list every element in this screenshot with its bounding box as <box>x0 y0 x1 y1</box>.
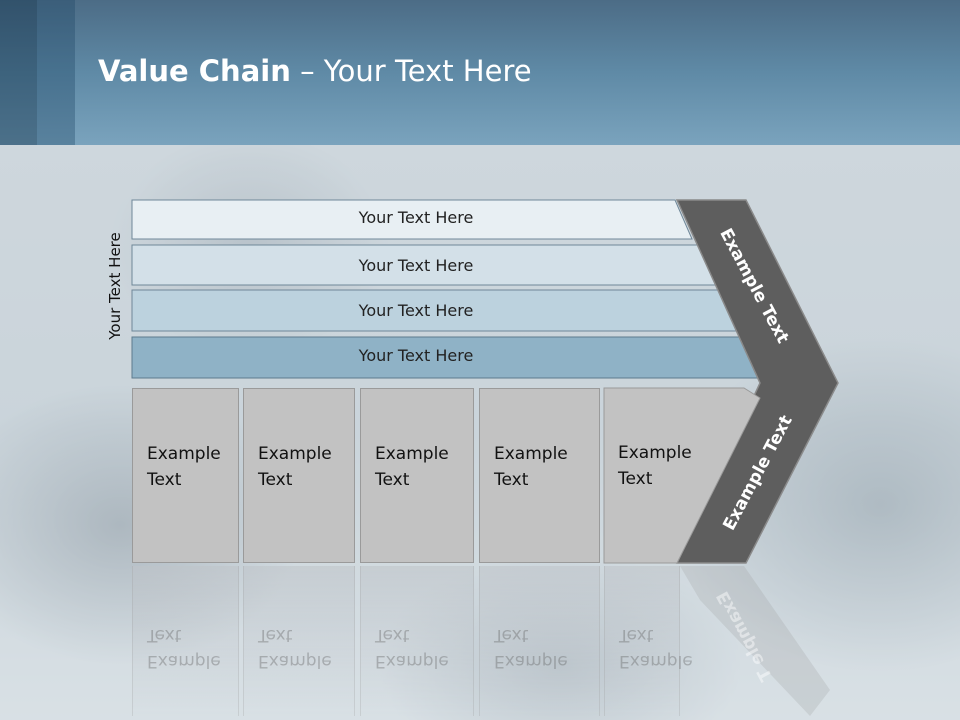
box-1-line2: Text <box>147 470 182 490</box>
box-3-line1: Example <box>375 444 449 464</box>
box-3-reflection-line1: Example <box>375 651 449 671</box>
header-banner: Value Chain – Your Text Here <box>0 0 960 145</box>
title-rest: – Your Text Here <box>290 54 532 88</box>
box-5-line1: Example <box>618 443 692 463</box>
header-accent-strip <box>37 0 75 145</box>
box-5-reflection-line2: Text <box>619 625 654 645</box>
box-2-reflection-line1: Example <box>258 651 332 671</box>
slide-title: Value Chain – Your Text Here <box>98 54 532 88</box>
box-3-reflection-line2: Text <box>375 625 410 645</box>
chevron-shape[interactable] <box>675 199 839 564</box>
box-4-line1: Example <box>494 444 568 464</box>
header-accent-strip <box>0 0 37 145</box>
title-bold: Value Chain <box>98 54 291 88</box>
box-2-reflection-line2: Text <box>258 625 293 645</box>
box-1-reflection-line1: Example <box>147 651 221 671</box>
box-5-reflection-line1: Example <box>619 651 693 671</box>
bar-2-label: Your Text Here <box>358 256 474 275</box>
box-reflection: Example Text <box>604 566 693 716</box>
box-2-line2: Text <box>258 470 293 490</box>
box-reflection: Example Text <box>243 566 355 716</box>
box-reflection: Example Text <box>360 566 474 716</box>
box-reflection: Example Text <box>479 566 600 716</box>
box-1-line1: Example <box>147 444 221 464</box>
box-1-reflection-line2: Text <box>147 625 182 645</box>
chevron-reflection <box>680 566 830 716</box>
box-4-line2: Text <box>494 470 529 490</box>
box-reflection: Example Text <box>132 566 239 716</box>
box-2-line1: Example <box>258 444 332 464</box>
box-3-line2: Text <box>375 470 410 490</box>
box-5-line2: Text <box>618 469 653 489</box>
bar-4-label: Your Text Here <box>358 346 474 365</box>
example-box-5-shape[interactable] <box>603 387 761 564</box>
bar-1[interactable] <box>131 199 693 240</box>
bar-1-label: Your Text Here <box>358 208 474 227</box>
box-4-reflection-line2: Text <box>494 625 529 645</box>
box-4-reflection-line1: Example <box>494 651 568 671</box>
bar-3-label: Your Text Here <box>358 301 474 320</box>
